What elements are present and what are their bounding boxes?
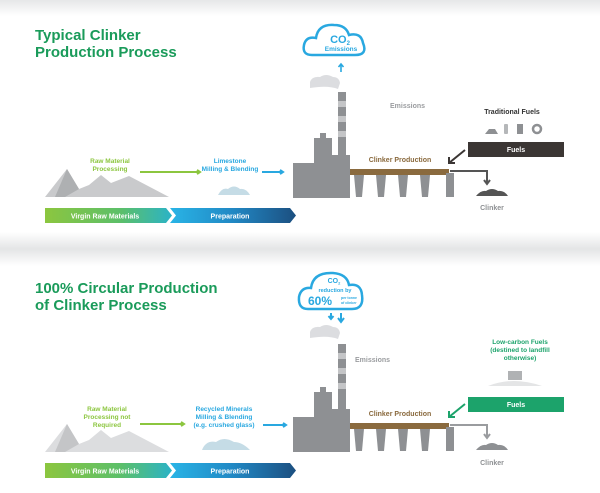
- stage-prep-label: Preparation: [211, 214, 250, 221]
- fuel-icons: [485, 123, 543, 135]
- stage-bar-virgin: [45, 208, 172, 223]
- raw-material-line3: Required: [93, 422, 121, 429]
- clinker-production-label: Clinker Production: [369, 411, 432, 418]
- panel1-title-line2: Production Process: [35, 44, 177, 61]
- landfill-icon: [488, 381, 542, 386]
- stage-bar-preparation: [170, 463, 296, 478]
- cloud-co2: CO2: [330, 34, 351, 47]
- factory-icon: [293, 92, 350, 198]
- smoke-icon: [310, 325, 340, 339]
- panel-separator: [0, 232, 600, 266]
- green-arrow-icon: [140, 421, 186, 427]
- cloud-percent: 60%: [308, 294, 332, 308]
- emissions-label: Emissions: [390, 103, 425, 110]
- panel2-title-line1: 100% Circular Production: [35, 280, 218, 297]
- output-arrow-icon: [450, 170, 491, 186]
- cloud-note1: per tonne: [341, 296, 357, 300]
- cloud-note2: of clinker: [341, 301, 357, 305]
- fuels-bar: [468, 142, 564, 157]
- truck-icon: [508, 371, 522, 380]
- panel-typical: Typical Clinker Production Process CO2 E…: [35, 23, 564, 223]
- cloud-co2: CO2: [328, 278, 342, 286]
- up-arrow-icon: [337, 62, 345, 72]
- raw-material-line2: Processing: [92, 166, 127, 173]
- clinker-production-label: Clinker Production: [369, 157, 432, 164]
- blue-arrow-icon: [263, 422, 288, 428]
- green-arrow-icon: [140, 169, 202, 175]
- cloud-icon: [302, 23, 366, 57]
- limestone-icon: [218, 186, 250, 195]
- stage-virgin-label: Virgin Raw Materials: [71, 214, 139, 221]
- panel1-title-line1: Typical Clinker: [35, 27, 141, 44]
- prep-line2: Milling & Blending: [196, 414, 253, 421]
- clinker-label: Clinker: [480, 460, 504, 467]
- stage-prep-label: Preparation: [211, 469, 250, 476]
- output-arrow-icon: [450, 424, 491, 440]
- smoke-icon: [310, 75, 340, 89]
- crushed-glass-icon: [202, 439, 250, 450]
- cloud-icon: [297, 271, 364, 311]
- cloud-emissions: Emissions: [325, 46, 358, 53]
- stage-bar-virgin: [45, 463, 172, 478]
- panel-circular: 100% Circular Production of Clinker Proc…: [35, 271, 564, 478]
- emissions-label: Emissions: [355, 357, 390, 364]
- kiln: [350, 169, 454, 197]
- stage-virgin-label: Virgin Raw Materials: [71, 469, 139, 476]
- clinker-pile-icon: [476, 189, 508, 196]
- lowcarbon-line2: (destined to landfill: [490, 347, 550, 354]
- blue-arrow-icon: [262, 169, 285, 175]
- fuel-arrow-icon: [448, 149, 466, 164]
- prep-line1: Limestone: [214, 158, 247, 165]
- panel2-title-line2: of Clinker Process: [35, 297, 167, 314]
- prep-line1: Recycled Minerals: [196, 406, 253, 413]
- fuels-bar: [468, 397, 564, 412]
- factory-icon: [293, 344, 350, 452]
- prep-line2: Milling & Blending: [202, 166, 259, 173]
- clinker-pile-icon: [476, 443, 508, 450]
- fuels-label: Fuels: [507, 147, 525, 154]
- down-arrows-icon: [327, 313, 345, 324]
- kiln: [350, 423, 454, 451]
- clinker-label: Clinker: [480, 205, 504, 212]
- fuel-arrow-icon: [448, 403, 466, 418]
- raw-material-line2: Processing not: [84, 414, 132, 421]
- traditional-fuels-label: Traditional Fuels: [484, 109, 540, 116]
- lowcarbon-line1: Low-carbon Fuels: [492, 339, 548, 346]
- stage-bar-preparation: [170, 208, 296, 223]
- cloud-reduction: reduction by: [318, 288, 352, 294]
- prep-line3: (e.g. crushed glass): [193, 422, 254, 429]
- fuels-label: Fuels: [507, 402, 525, 409]
- lowcarbon-line3: otherwise): [504, 355, 537, 362]
- raw-material-line1: Raw Material: [87, 406, 127, 413]
- raw-material-line1: Raw Material: [90, 158, 130, 165]
- top-shade: [0, 0, 600, 16]
